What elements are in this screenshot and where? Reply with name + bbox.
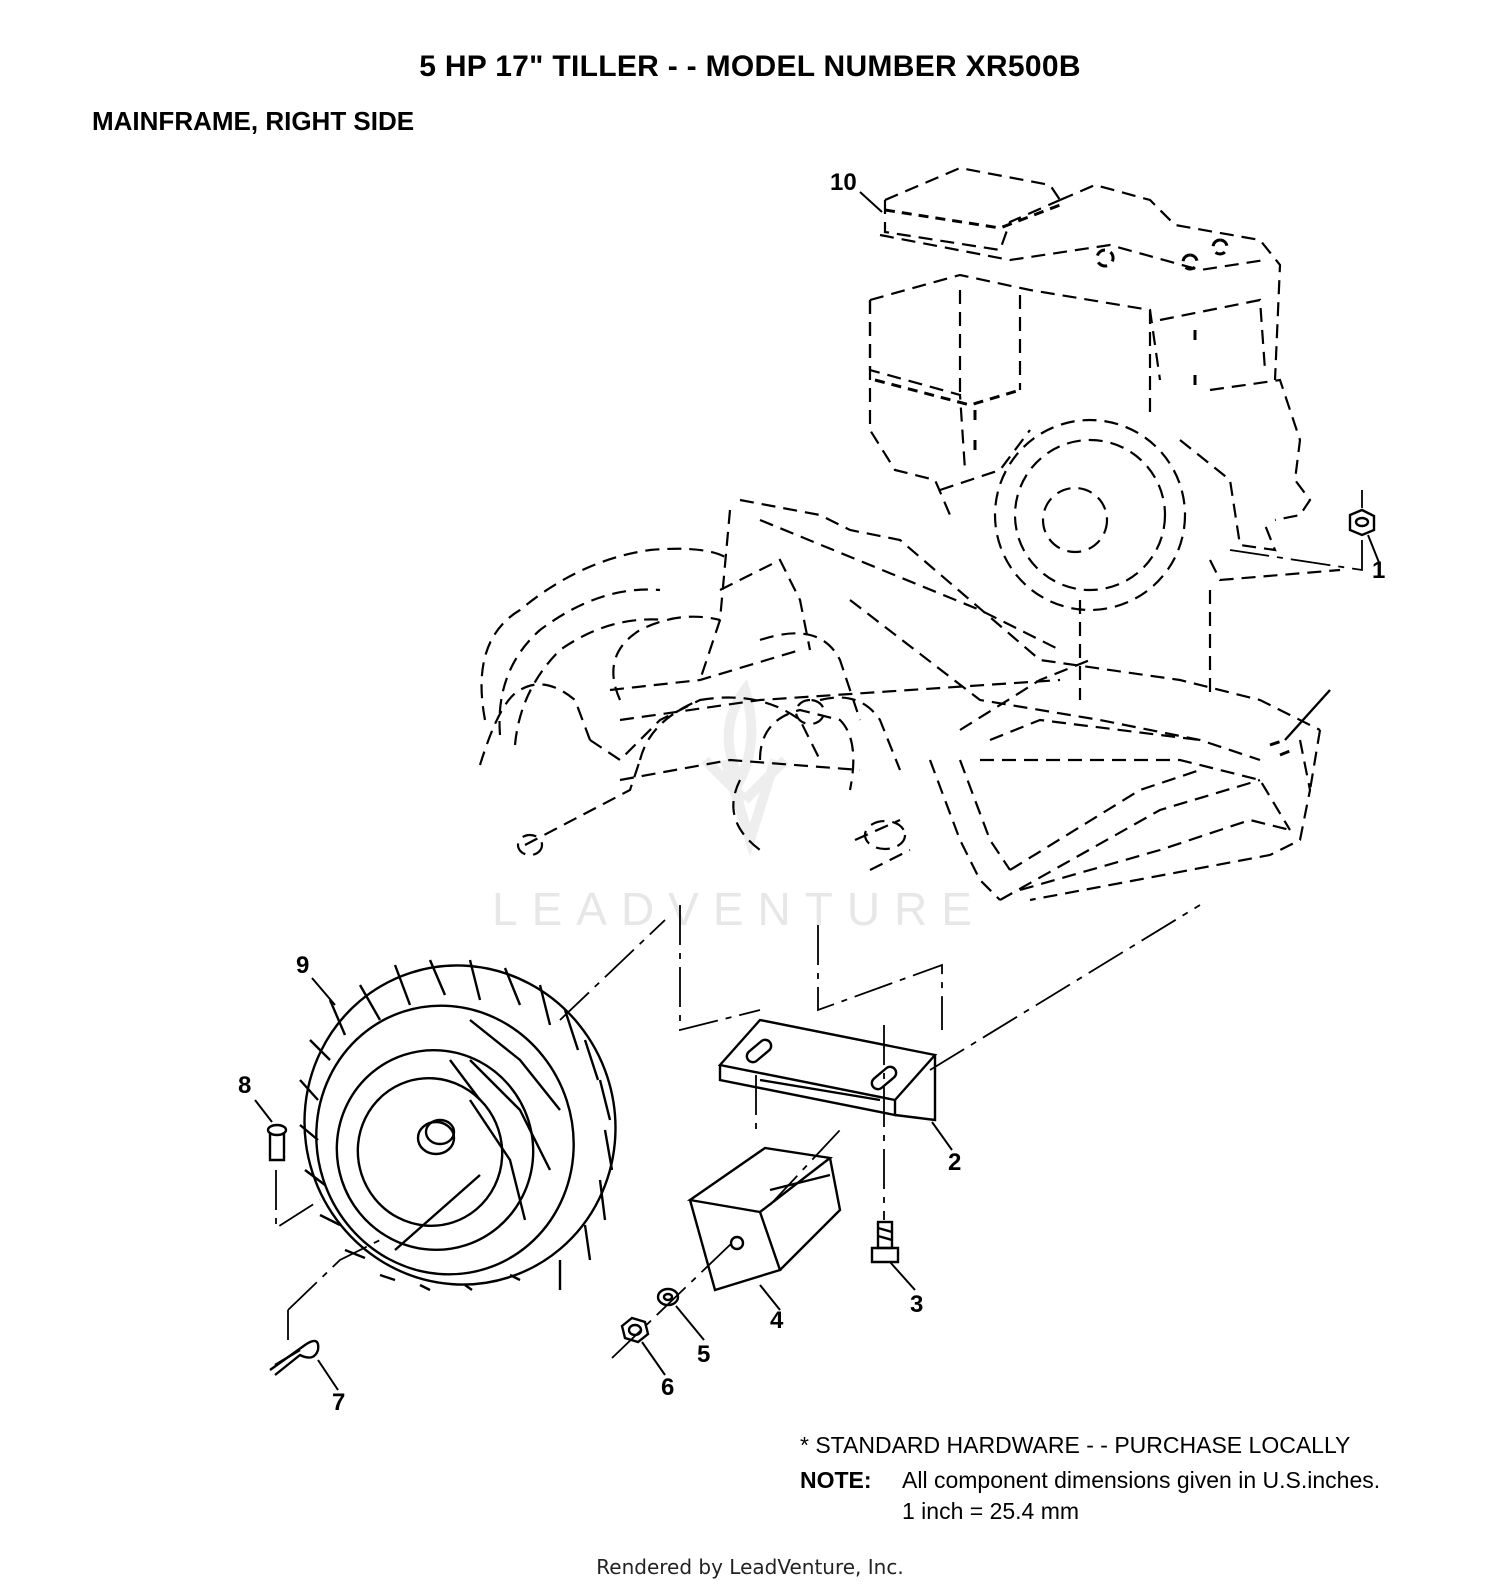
callout-3: 3 <box>910 1291 923 1318</box>
wheel-part-9 <box>299 959 617 1292</box>
page-title: 5 HP 17" TILLER - - MODEL NUMBER XR500B <box>419 50 1081 83</box>
callout-1: 1 <box>1372 557 1385 584</box>
bracket-part-2 <box>717 1018 938 1122</box>
callout-2: 2 <box>948 1149 961 1176</box>
callout-7: 7 <box>332 1389 345 1416</box>
note-body: All component dimensions given in U.S.in… <box>902 1465 1380 1527</box>
engine-part-10 <box>868 166 1341 612</box>
section-title: MAINFRAME, RIGHT SIDE <box>92 106 415 136</box>
tine-assembly <box>478 547 1061 871</box>
nut-part-6 <box>620 1316 650 1344</box>
notes-block: * STANDARD HARDWARE - - PURCHASE LOCALLY… <box>800 1430 1380 1527</box>
bolt-part-3 <box>870 1220 900 1264</box>
note-line-1: All component dimensions given in U.S.in… <box>902 1467 1381 1494</box>
note-label: NOTE: <box>800 1467 872 1494</box>
nut-part-1 <box>1229 490 1376 572</box>
hairpin-part-7 <box>269 1339 320 1376</box>
callout-leaders <box>254 191 1381 1391</box>
dimension-note: NOTE: All component dimensions given in … <box>800 1465 1380 1527</box>
watermark-text: LEADVENTURE <box>492 883 986 935</box>
callout-10: 10 <box>830 169 857 196</box>
watermark: LEADVENTURE <box>492 679 986 935</box>
mainframe <box>698 498 1331 902</box>
footer-credit: Rendered by LeadVenture, Inc. <box>596 1555 904 1579</box>
block-part-4 <box>686 1146 842 1292</box>
callout-6: 6 <box>661 1374 674 1401</box>
callout-8: 8 <box>238 1072 251 1099</box>
callout-5: 5 <box>697 1341 710 1368</box>
assembly-lines <box>275 904 1201 1359</box>
standard-hardware-note: * STANDARD HARDWARE - - PURCHASE LOCALLY <box>800 1432 1351 1458</box>
note-line-2: 1 inch = 25.4 mm <box>902 1498 1080 1525</box>
callout-4: 4 <box>770 1307 784 1334</box>
clevis-pin-part-8 <box>266 1123 288 1162</box>
callout-9: 9 <box>296 952 309 979</box>
